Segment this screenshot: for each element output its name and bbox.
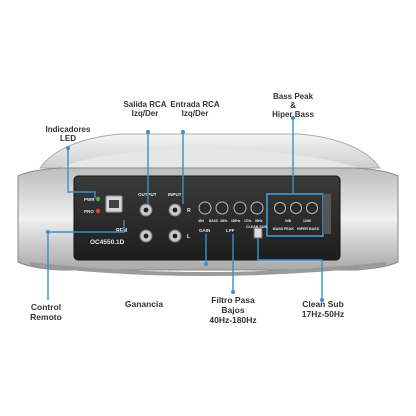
clean-sub-callout: Clean Sub 17Hz-50Hz [301,299,345,319]
salida-rca-callout: Salida RCA Izq/Der [123,100,167,119]
gain-label: GAIN [199,228,210,233]
filtro-pasa-bajos-callout: Filtro Pasa Bajos 40Hz-180Hz [209,295,257,325]
rem-label: REM [116,228,127,234]
pwr-label: PWR [84,197,95,202]
front-panel [73,175,341,261]
knob-label-3: 180Hz [231,219,241,223]
bass-knobs [274,202,318,214]
knob-label-6: 0dB [285,219,292,223]
l-label: L [187,234,190,240]
entrada-rca-callout: Entrada RCA Izq/Der [170,100,220,119]
indicadores-led-callout: Indicadores LED [45,125,91,144]
knob-label-5: 50Hz [255,219,263,223]
pro-label: PRO [84,209,94,214]
output-rca-jacks [139,203,153,243]
input-label: INPUT [168,192,182,197]
knob-label-7: 12dB [303,219,311,223]
control-remoto-callout: Control Remoto [30,302,62,322]
r-label: R [187,208,191,214]
bass-peak-callout: Bass Peak & Hiper Bass [272,92,314,120]
knob-label-4: 17Hz [244,219,252,223]
knob-label-2: 40Hz [220,219,228,223]
input-rca-jacks [168,203,182,243]
terminal-block [323,194,331,234]
hiper-bass-label: HIPER BASS [297,227,320,231]
callout-dots [46,116,324,302]
clean-label: CLEAN SUB [246,225,267,229]
pro-led [95,208,101,214]
callout-lines [47,118,323,300]
ganancia-callout: Ganancia [124,299,164,309]
pwr-led [95,196,101,202]
control-knobs [198,201,264,215]
knob-label-1: BASS [209,219,218,223]
knob-label-0: 40H [198,219,205,223]
lpf-label: LPF [226,228,235,233]
bass-peak-label: BASS PEAK [273,227,294,231]
model-label: OC4550.1D [90,239,125,246]
